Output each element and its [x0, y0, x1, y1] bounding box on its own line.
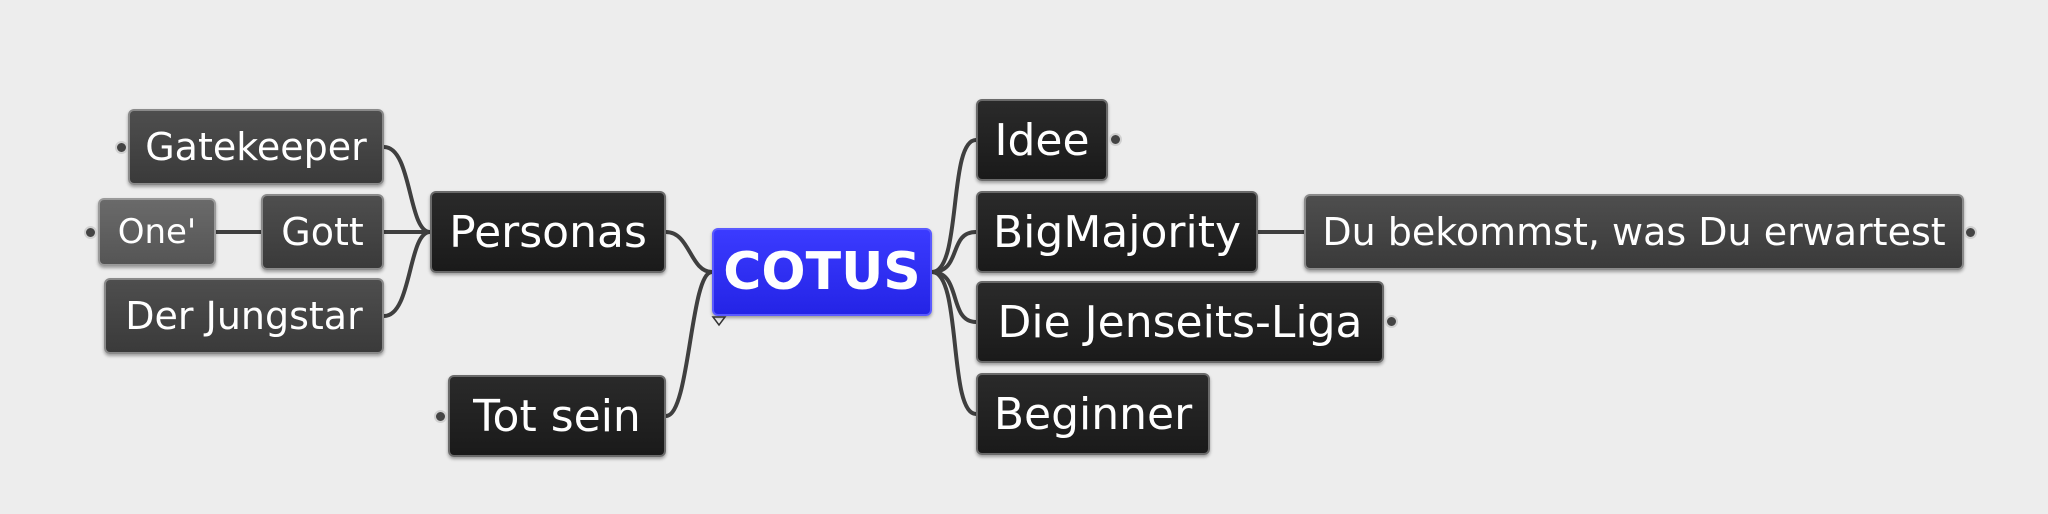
- link-root-jenseits: [930, 270, 978, 324]
- node-tot-sein[interactable]: Tot sein: [448, 375, 666, 457]
- node-label: Personas: [449, 206, 647, 258]
- node-one[interactable]: One': [98, 198, 216, 266]
- link-personas-gatekeeper: [382, 145, 432, 234]
- link-personas-jungstar: [382, 230, 432, 318]
- node-label: BigMajority: [992, 206, 1241, 258]
- collapse-triangle-icon[interactable]: [711, 315, 727, 327]
- link-root-personas: [664, 230, 714, 274]
- fold-handle-du-bekommst[interactable]: [1964, 226, 1977, 239]
- fold-handle-tot-sein[interactable]: [434, 410, 447, 423]
- link-root-bigmajority: [930, 230, 978, 274]
- node-label: Beginner: [993, 388, 1193, 440]
- node-du-bekommst[interactable]: Du bekommst, was Du erwartest: [1304, 194, 1964, 270]
- fold-handle-gatekeeper[interactable]: [115, 141, 128, 154]
- node-gatekeeper[interactable]: Gatekeeper: [128, 109, 384, 185]
- link-root-idee: [930, 138, 978, 274]
- node-label: Die Jenseits-Liga: [997, 296, 1363, 348]
- node-der-jungstar[interactable]: Der Jungstar: [104, 278, 384, 354]
- node-label: Gatekeeper: [145, 125, 367, 169]
- fold-handle-idee[interactable]: [1109, 133, 1122, 146]
- node-label: Der Jungstar: [125, 294, 363, 338]
- fold-handle-jenseits[interactable]: [1385, 315, 1398, 328]
- node-label: Idee: [994, 114, 1090, 166]
- fold-handle-one[interactable]: [84, 226, 97, 239]
- root-node-cotus[interactable]: COTUS: [712, 228, 932, 316]
- node-label: Tot sein: [473, 390, 641, 442]
- link-root-beginner: [930, 270, 978, 416]
- root-label: COTUS: [723, 242, 921, 302]
- node-label: Du bekommst, was Du erwartest: [1322, 210, 1946, 254]
- node-gott[interactable]: Gott: [261, 194, 384, 270]
- node-personas[interactable]: Personas: [430, 191, 666, 273]
- link-root-totsein: [664, 270, 714, 418]
- node-idee[interactable]: Idee: [976, 99, 1108, 181]
- node-bigmajority[interactable]: BigMajority: [976, 191, 1258, 273]
- node-beginner[interactable]: Beginner: [976, 373, 1210, 455]
- node-jenseits-liga[interactable]: Die Jenseits-Liga: [976, 281, 1384, 363]
- node-label: Gott: [281, 210, 364, 254]
- node-label: One': [117, 212, 197, 252]
